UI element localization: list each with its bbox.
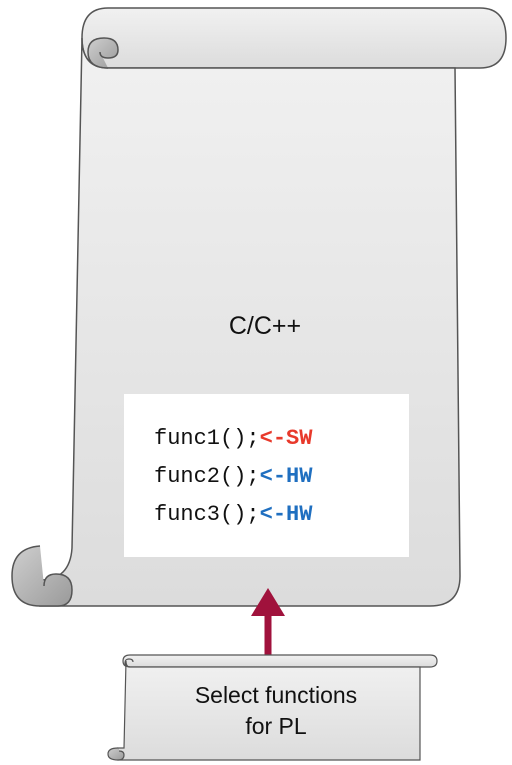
code-box: func1();<-SW func2();<-HW func3();<-HW bbox=[124, 394, 409, 557]
code-tag-3: <-HW bbox=[259, 502, 313, 527]
main-scroll-top-curl bbox=[87, 37, 119, 69]
code-call-2: func2(); bbox=[154, 464, 260, 489]
code-tag-1: <-SW bbox=[259, 426, 313, 451]
main-scroll-top-roll bbox=[81, 7, 507, 69]
up-arrow-head bbox=[251, 588, 285, 616]
label-scroll-top-curl bbox=[124, 658, 134, 668]
label-scroll-line-1: Select functions bbox=[194, 682, 358, 708]
code-line-2: func2();<-HW bbox=[154, 458, 409, 496]
label-scroll-top-roll bbox=[122, 654, 438, 668]
code-line-1: func1();<-SW bbox=[154, 420, 409, 458]
label-scroll-line-2: for PL bbox=[245, 713, 307, 739]
code-tag-2: <-HW bbox=[259, 464, 313, 489]
code-call-3: func3(); bbox=[154, 502, 260, 527]
label-scroll-bottom-curl bbox=[107, 747, 125, 761]
up-arrow bbox=[251, 588, 285, 660]
main-scroll-bottom-roll bbox=[11, 545, 73, 607]
label-scroll bbox=[107, 654, 438, 761]
label-scroll-text: Select functions for PL bbox=[126, 680, 426, 742]
main-scroll-title: C/C++ bbox=[228, 312, 302, 340]
code-call-1: func1(); bbox=[154, 426, 260, 451]
code-line-3: func3();<-HW bbox=[154, 496, 409, 534]
